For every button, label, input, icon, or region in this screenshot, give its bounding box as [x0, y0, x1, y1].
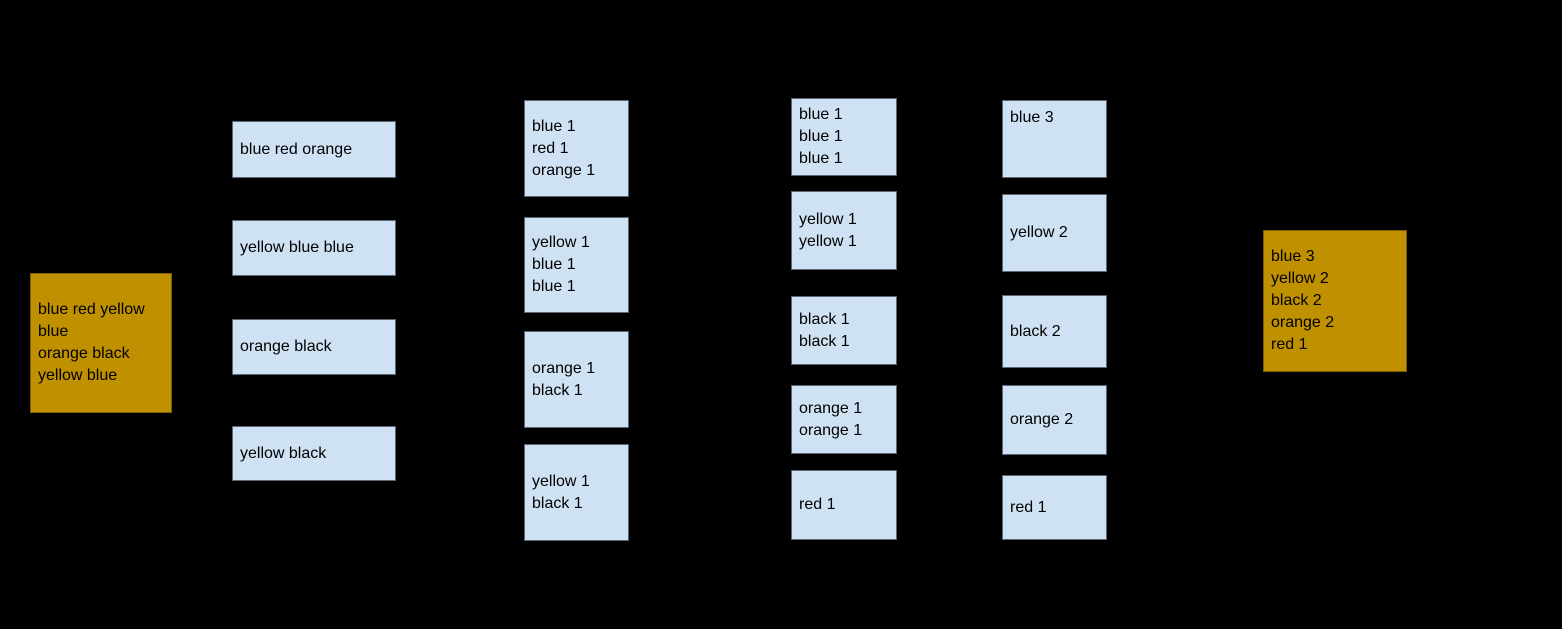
reduce-box-4: orange 2	[1002, 385, 1107, 455]
map-box-1: blue 1 red 1 orange 1	[524, 100, 629, 197]
split-box-1: blue red orange	[232, 121, 396, 178]
shuffle-box-3: black 1 black 1	[791, 296, 897, 365]
split-box-2: yellow blue blue	[232, 220, 396, 276]
map-box-4: yellow 1 black 1	[524, 444, 629, 541]
map-box-2: yellow 1 blue 1 blue 1	[524, 217, 629, 313]
result-box: blue 3 yellow 2 black 2 orange 2 red 1	[1263, 230, 1407, 372]
split-box-3: orange black	[232, 319, 396, 375]
input-box: blue red yellow blue orange black yellow…	[30, 273, 172, 413]
reduce-box-2: yellow 2	[1002, 194, 1107, 272]
split-box-4: yellow black	[232, 426, 396, 481]
reduce-box-3: black 2	[1002, 295, 1107, 368]
shuffle-box-5: red 1	[791, 470, 897, 540]
reduce-box-1: blue 3	[1002, 100, 1107, 178]
shuffle-box-4: orange 1 orange 1	[791, 385, 897, 454]
reduce-box-5: red 1	[1002, 475, 1107, 540]
shuffle-box-2: yellow 1 yellow 1	[791, 191, 897, 270]
shuffle-box-1: blue 1 blue 1 blue 1	[791, 98, 897, 176]
map-box-3: orange 1 black 1	[524, 331, 629, 428]
